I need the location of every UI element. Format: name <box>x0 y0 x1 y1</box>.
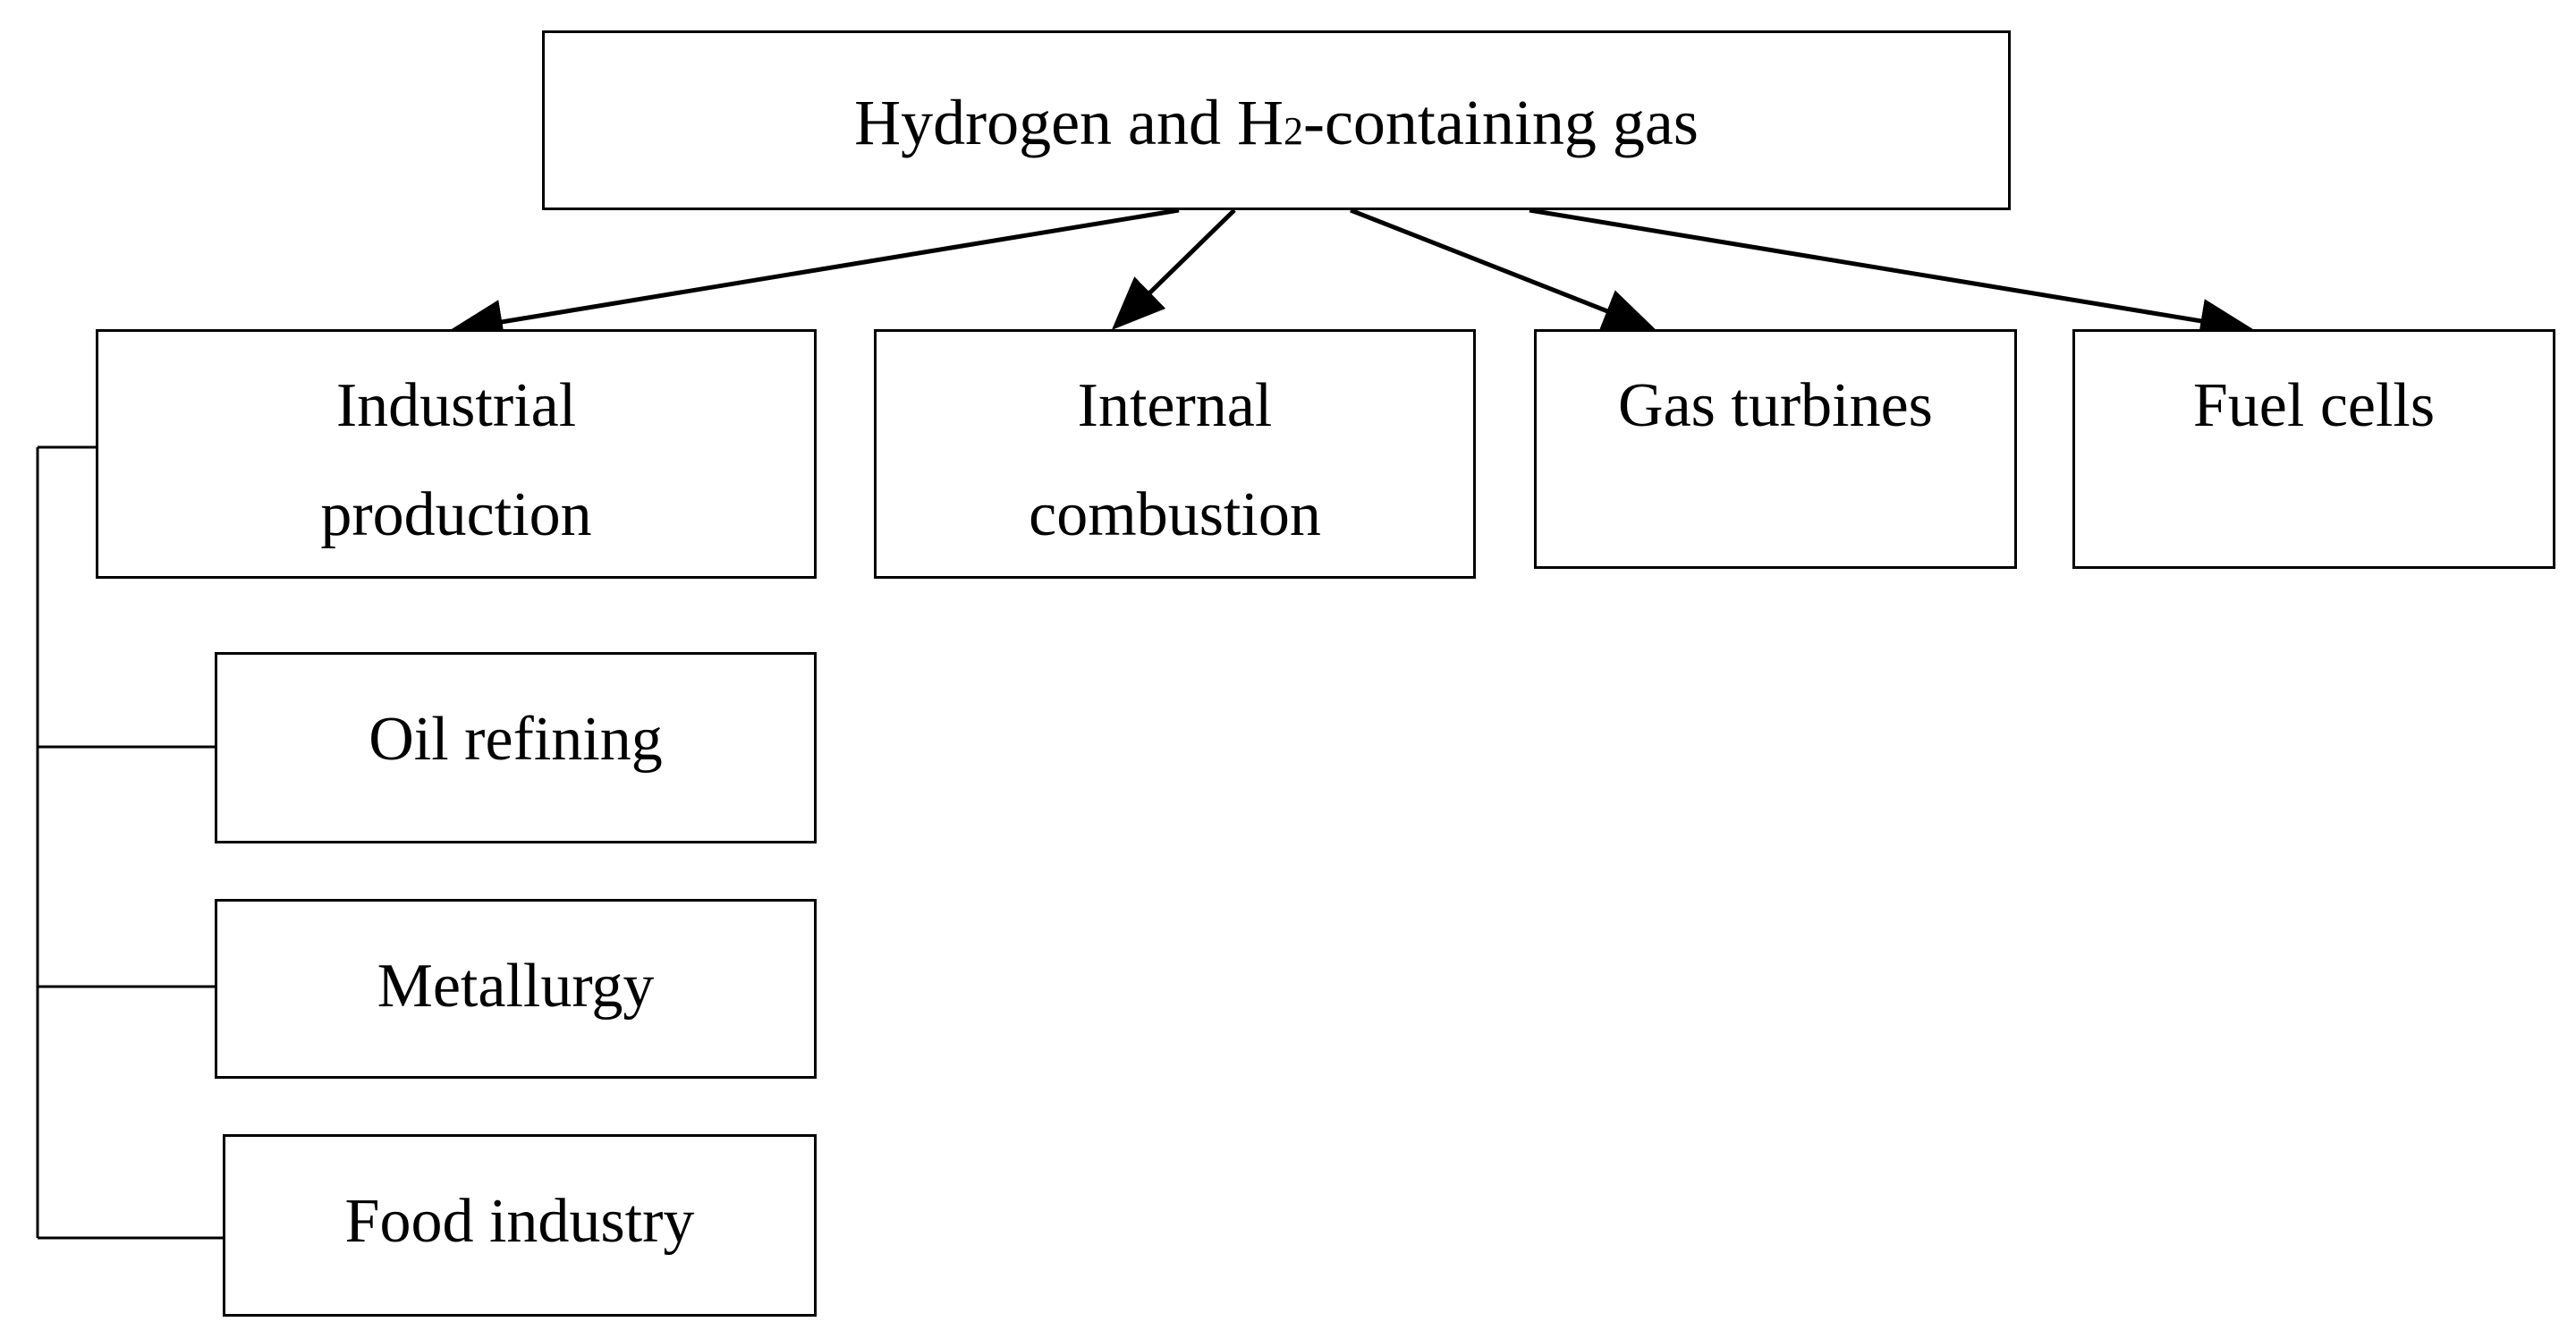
node-label-line1: Fuel cells <box>2192 371 2436 440</box>
root-label-main: Hydrogen and H <box>854 87 1284 158</box>
node-label-line1: Gas turbines <box>1618 371 1933 440</box>
node-label-line2: production <box>320 480 592 549</box>
node-label: Food industry <box>344 1187 695 1256</box>
node-oil-refining: Oil refining <box>215 652 817 843</box>
arrow-root-to-industrial <box>449 208 1180 344</box>
root-label-rest: -containing gas <box>1303 87 1699 158</box>
arrow-root-to-gas-turbines <box>1350 208 1657 332</box>
root-node-hydrogen-gas: Hydrogen and H2-containing gas <box>542 30 2011 210</box>
root-label-subscript: 2 <box>1284 109 1303 153</box>
node-internal-combustion: Internal combustion <box>874 329 1476 579</box>
node-label: Metallurgy <box>377 952 655 1021</box>
node-label-line1: Industrial <box>335 371 577 440</box>
node-industrial-production: Industrial production <box>96 329 817 579</box>
node-fuel-cells: Fuel cells <box>2072 329 2555 569</box>
node-label-line1: Internal <box>1077 371 1273 440</box>
node-food-industry: Food industry <box>223 1134 817 1317</box>
node-gas-turbines: Gas turbines <box>1534 329 2017 569</box>
node-metallurgy: Metallurgy <box>215 899 817 1079</box>
node-label-line2: combustion <box>1029 480 1321 549</box>
arrow-root-to-fuel-cells <box>1529 208 2254 343</box>
arrow-root-to-internal <box>1111 208 1236 330</box>
node-label: Oil refining <box>369 705 663 774</box>
